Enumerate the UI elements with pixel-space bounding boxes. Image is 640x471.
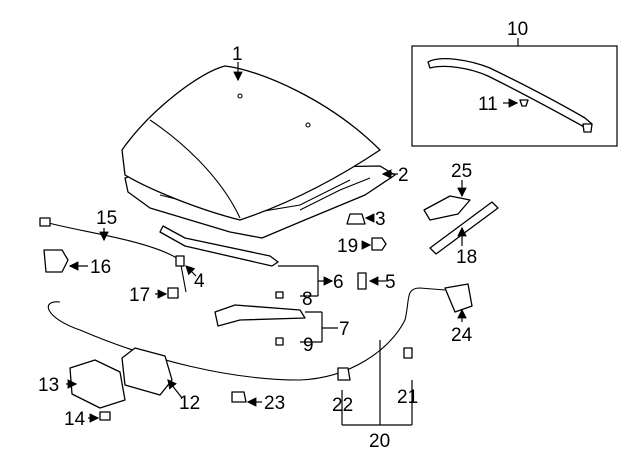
callout-13: 13 (38, 375, 59, 396)
callout-5: 5 (385, 272, 396, 293)
callout-12: 12 (179, 393, 200, 414)
callout-20: 20 (369, 431, 390, 452)
seal-6 (159, 225, 279, 267)
support-7 (214, 304, 306, 327)
bumper-3 (346, 213, 366, 225)
callout-6: 6 (333, 272, 344, 293)
holder-16 (43, 249, 69, 273)
release-cable-20 (47, 287, 446, 381)
callout-1: 1 (232, 44, 243, 65)
latch-24 (444, 283, 473, 313)
bracket-25 (423, 195, 471, 221)
callout-25: 25 (451, 161, 472, 182)
callout-22: 22 (332, 395, 353, 416)
bumper-19 (371, 237, 387, 251)
screw-14 (99, 411, 111, 421)
callout-24: 24 (451, 325, 473, 346)
bolt-9 (275, 337, 284, 346)
callout-15: 15 (96, 208, 117, 229)
callout-21: 21 (397, 387, 418, 408)
weatherstrip-10 (427, 58, 593, 129)
grommet-4 (175, 255, 185, 267)
callout-4: 4 (194, 271, 205, 292)
callout-14: 14 (64, 409, 86, 430)
clip-17 (167, 287, 179, 299)
callout-19: 19 (337, 236, 358, 257)
inset-box (411, 45, 618, 147)
clip-11 (519, 99, 529, 107)
clip-22 (337, 367, 351, 381)
callout-7: 7 (339, 319, 350, 340)
callout-23: 23 (264, 393, 285, 414)
callout-3: 3 (375, 209, 386, 230)
callout-2: 2 (398, 165, 409, 186)
clip-23 (231, 391, 247, 403)
release-handle-12 (121, 347, 173, 396)
cover-13 (69, 359, 126, 409)
callout-17: 17 (129, 285, 150, 306)
callout-8: 8 (302, 289, 313, 310)
callout-10: 10 (507, 19, 528, 40)
callout-9: 9 (303, 335, 314, 356)
clip-5 (357, 272, 367, 290)
clip-end (582, 123, 593, 133)
hood-panel (121, 65, 381, 221)
callout-16: 16 (90, 257, 111, 278)
callout-11: 11 (478, 94, 498, 115)
clip-8 (275, 291, 284, 299)
callout-18: 18 (456, 247, 477, 268)
clip-21 (403, 347, 413, 359)
